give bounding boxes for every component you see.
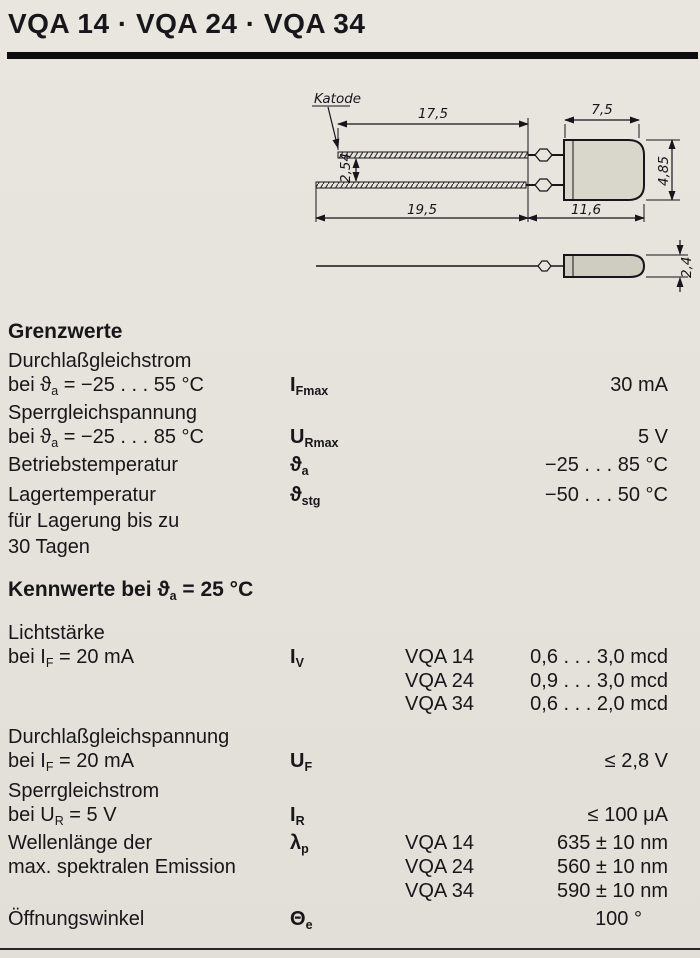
param-label-lichtstaerke: Lichtstärke — [8, 622, 105, 644]
value-oeffnungswinkel: 100 ° — [595, 908, 642, 930]
lead-crimp — [534, 148, 553, 162]
variant-value: 560 ± 10 nm — [556, 856, 668, 878]
symbol-urmax: URmax — [290, 426, 339, 450]
param-label-oeffnungswinkel: Öffnungswinkel — [8, 908, 145, 930]
dim-4-85-label: 4,85 — [656, 156, 672, 186]
symbol-lambda-p: λp — [290, 832, 309, 856]
led-side-view — [316, 254, 646, 278]
symbol-ir: IR — [290, 804, 305, 828]
symbol-uf: UF — [290, 750, 313, 774]
variant-name: VQA 14 — [405, 832, 474, 854]
param-condition: bei ϑa = −25 . . . 85 °C — [8, 426, 204, 450]
led-dimension-drawing: Katode 17,5 7,5 2,54 19,5 11,6 4,85 2,4 — [312, 91, 695, 292]
variant-name: VQA 24 — [405, 856, 474, 878]
dim-7-5-label: 7,5 — [591, 102, 612, 118]
variant-name: VQA 34 — [405, 693, 474, 715]
param-label-betriebstemperatur: Betriebstemperatur — [8, 454, 179, 476]
dimension-lines — [315, 106, 684, 292]
symbol-ifmax: IFmax — [290, 374, 329, 398]
symbol-iv: IV — [290, 646, 304, 670]
variant-name: VQA 14 — [405, 646, 474, 668]
value-ifmax: 30 mA — [610, 374, 668, 396]
variant-value: 0,6 . . . 3,0 mcd — [530, 646, 668, 668]
value-urmax: 5 V — [637, 426, 668, 448]
variant-name: VQA 24 — [405, 670, 474, 692]
param-condition: bei ϑa = −25 . . . 55 °C — [8, 374, 204, 398]
value-uf: ≤ 2,8 V — [604, 750, 668, 772]
param-label-wellenlaenge: Wellenlänge der — [8, 832, 153, 854]
param-condition: bei IF = 20 mA — [8, 750, 135, 774]
variant-value: 635 ± 10 nm — [556, 832, 668, 854]
led-body-side-view — [563, 254, 646, 278]
param-condition: bei UR = 5 V — [8, 804, 117, 828]
leads — [315, 148, 565, 192]
katode-lead — [337, 151, 529, 159]
dim-2-54-label: 2,54 — [338, 153, 354, 183]
param-condition: bei IF = 20 mA — [8, 646, 135, 670]
param-label-durchlassgleichspannung: Durchlaßgleichspannung — [8, 726, 230, 748]
param-label-durchlassgleichstrom: Durchlaßgleichstrom — [8, 350, 192, 372]
lead-crimp — [537, 260, 552, 272]
value-betriebstemperatur: −25 . . . 85 °C — [544, 454, 668, 476]
value-lagertemperatur: −50 . . . 50 °C — [544, 484, 668, 506]
symbol-theta-a: ϑa — [290, 454, 309, 478]
param-label-line3: 30 Tagen — [8, 536, 90, 558]
variant-name: VQA 34 — [405, 880, 474, 902]
dim-11-6-label: 11,6 — [571, 202, 601, 218]
param-label-line2: für Lagerung bis zu — [8, 510, 180, 532]
lead-crimp — [534, 178, 553, 192]
param-label-lagertemperatur: Lagertemperatur — [8, 484, 156, 506]
led-body-top-view — [563, 139, 645, 201]
symbol-theta-stg: ϑstg — [290, 484, 321, 508]
grenzwerte-heading: Grenzwerte — [8, 320, 123, 343]
symbol-theta-e: Θe — [290, 908, 313, 932]
variant-value: 0,6 . . . 2,0 mcd — [530, 693, 668, 715]
page-title: VQA 14 · VQA 24 · VQA 34 — [8, 8, 366, 39]
param-label-line2: max. spektralen Emission — [8, 856, 236, 878]
bottom-page-rule — [0, 948, 700, 950]
variant-value: 0,9 . . . 3,0 mcd — [530, 670, 668, 692]
param-label-sperrgleichstrom: Sperrgleichstrom — [8, 780, 160, 802]
param-label-sperrgleichspannung: Sperrgleichspannung — [8, 402, 198, 424]
dim-19-5-label: 19,5 — [407, 202, 437, 218]
title-rule — [7, 52, 698, 59]
katode-label: Katode — [314, 91, 361, 107]
dim-17-5-label: 17,5 — [418, 106, 448, 122]
value-ir: ≤ 100 μA — [587, 804, 668, 826]
dim-2-4-label: 2,4 — [679, 257, 695, 278]
kennwerte-heading: Kennwerte bei ϑa = 25 °C — [8, 578, 254, 603]
variant-value: 590 ± 10 nm — [556, 880, 668, 902]
